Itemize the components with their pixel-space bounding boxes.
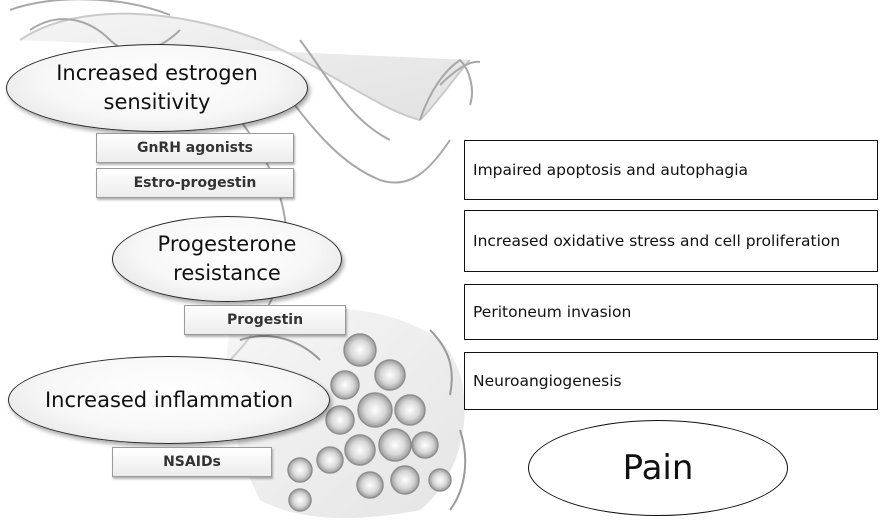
effect-box-oxidative-stress: Increased oxidative stress and cell prol… xyxy=(464,210,878,272)
pain-label: Pain xyxy=(623,448,694,488)
progesterone-resistance-label: Progesterone resistance xyxy=(125,230,329,288)
effect-box-neuroangiogenesis: Neuroangiogenesis xyxy=(464,352,878,410)
estro-progestin-box: Estro-progestin xyxy=(96,168,294,198)
progesterone-resistance-ellipse: Progesterone resistance xyxy=(112,216,342,302)
estrogen-sensitivity-ellipse: Increased estrogen sensitivity xyxy=(6,44,308,132)
effect-box-peritoneum-invasion: Peritoneum invasion xyxy=(464,284,878,340)
effect-label: Peritoneum invasion xyxy=(473,300,631,324)
gnrh-agonists-label: GnRH agonists xyxy=(137,140,253,156)
increased-inflammation-ellipse: Increased inflammation xyxy=(8,356,330,444)
gnrh-agonists-box: GnRH agonists xyxy=(96,133,294,163)
progestin-label: Progestin xyxy=(227,312,303,328)
pain-ellipse: Pain xyxy=(528,420,788,516)
effect-label: Neuroangiogenesis xyxy=(473,369,622,393)
progestin-box: Progestin xyxy=(184,305,346,335)
estro-progestin-label: Estro-progestin xyxy=(134,175,257,191)
effect-box-apoptosis: Impaired apoptosis and autophagia xyxy=(464,140,878,200)
nsaids-label: NSAIDs xyxy=(163,454,221,470)
effect-label: Impaired apoptosis and autophagia xyxy=(473,158,748,182)
effect-label: Increased oxidative stress and cell prol… xyxy=(473,229,840,253)
nsaids-box: NSAIDs xyxy=(112,447,272,477)
estrogen-sensitivity-label: Increased estrogen sensitivity xyxy=(19,59,295,117)
increased-inflammation-label: Increased inflammation xyxy=(45,386,293,415)
